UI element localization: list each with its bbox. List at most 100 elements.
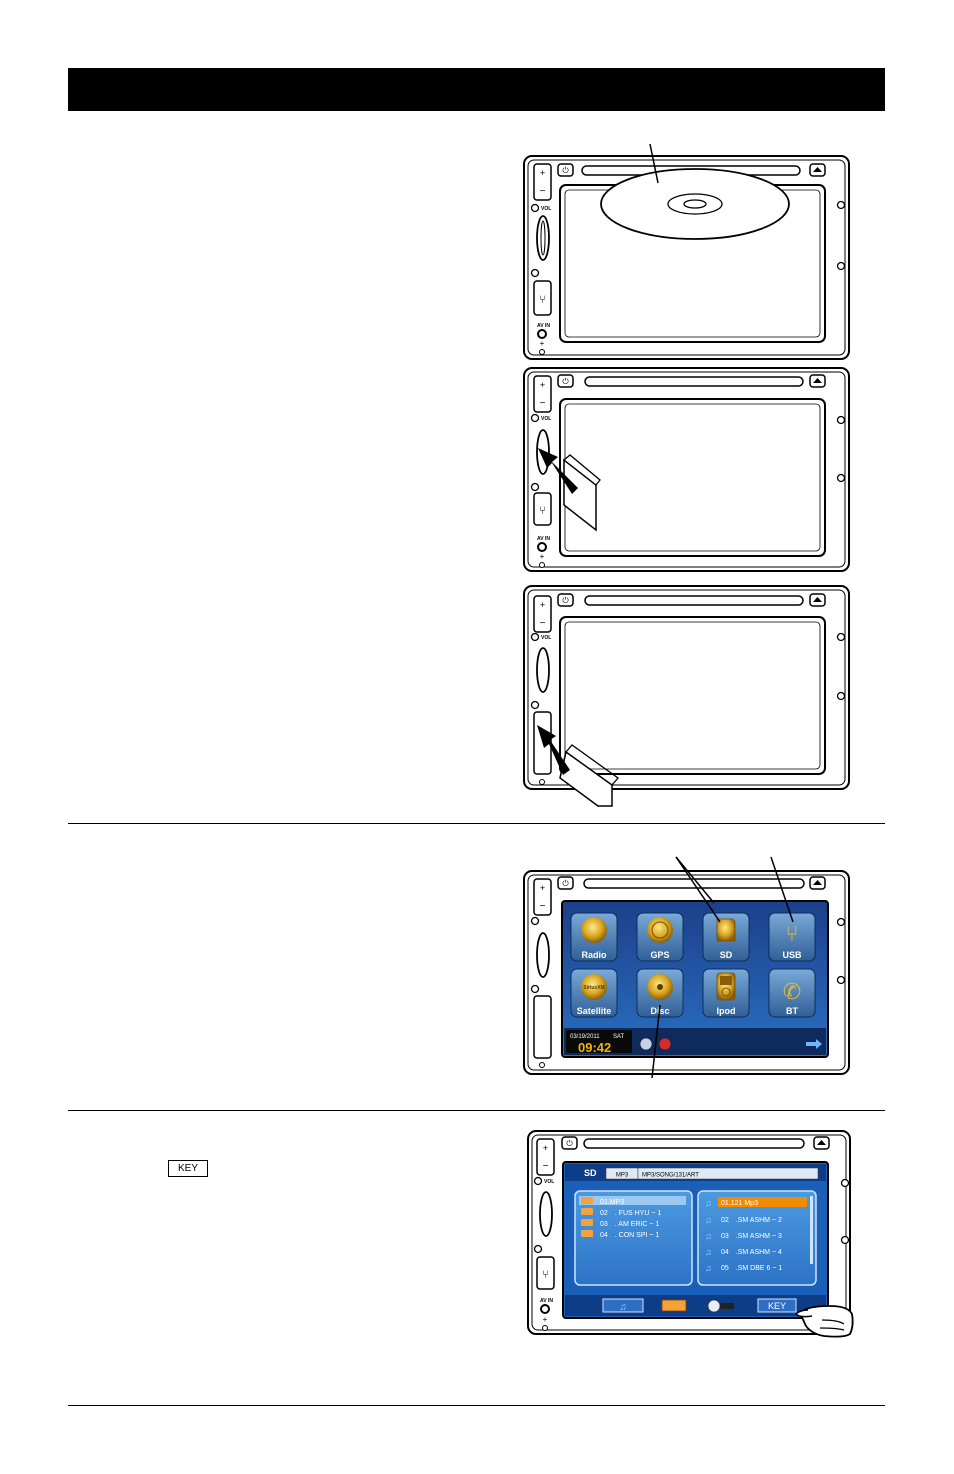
vol-label: VOL [541, 416, 551, 422]
siriusxm-logo-text: SiriusXM [583, 985, 604, 991]
music-note-icon: ♫ [705, 1215, 712, 1225]
day-text: SAT [613, 1034, 625, 1040]
folder-icon [581, 1219, 593, 1226]
svg-text:+: + [540, 883, 545, 893]
file-label: 01.121 Mp3 [721, 1200, 758, 1207]
file-list [697, 1190, 817, 1286]
svg-text:+: + [540, 168, 545, 178]
app-label: Radio [581, 950, 607, 960]
source-label: SD [584, 1168, 597, 1178]
video-reel-icon[interactable] [707, 1299, 721, 1313]
vol-label: VOL [541, 206, 551, 212]
av-in-label: AV IN [537, 536, 550, 542]
usb-icon: ⑂ [785, 921, 798, 946]
app-label: USB [782, 950, 802, 960]
file-label: 03 .SM ASHM ~ 3 [721, 1233, 782, 1240]
file-label: 05 .SM DBE 6 ~ 1 [721, 1265, 782, 1272]
svg-text:−: − [540, 398, 546, 409]
music-note-icon: ♫ [705, 1198, 712, 1208]
app-gps[interactable]: GPS [636, 912, 684, 962]
key-button[interactable] [757, 1298, 797, 1313]
settings-icon[interactable] [639, 1037, 653, 1051]
av-in-label: AV IN [537, 323, 550, 329]
svg-text:+: + [540, 552, 545, 561]
section-header-bar [68, 68, 885, 111]
section-divider [68, 1405, 885, 1406]
svg-text:⑂: ⑂ [539, 505, 546, 517]
unit-sd-browser: ⏻ + − VOL ⑂ AV IN + SD MP3 MP3/SONG/131/… [527, 1130, 854, 1338]
volume-rocker[interactable] [533, 163, 552, 201]
radio-icon [581, 917, 607, 943]
siriusxm-icon [581, 974, 607, 1000]
folder-highlight [579, 1196, 686, 1205]
next-page-arrow-icon[interactable] [806, 1039, 822, 1049]
file-item[interactable]: ♫ 05 .SM DBE 6 ~ 1 [705, 1263, 782, 1273]
mute-icon[interactable] [658, 1037, 672, 1051]
app-ipod[interactable]: Ipod [702, 968, 750, 1018]
app-label: BT [786, 1006, 798, 1016]
av-in-label: AV IN [540, 1298, 553, 1304]
folder-label: 04 . CON SPI ~ 1 [600, 1232, 659, 1239]
file-highlight [718, 1197, 807, 1207]
vol-label: VOL [544, 1179, 554, 1185]
folder-label: 03 . AM ERIC ~ 1 [600, 1221, 659, 1228]
unit-disc-insert: ⏻ + − VOL ⑂ AV IN + [523, 143, 850, 360]
folder-item[interactable]: 02 . FUS HYU ~ 1 [581, 1208, 661, 1217]
folder-label: 02 . FUS HYU ~ 1 [600, 1210, 661, 1217]
svg-text:⏻: ⏻ [562, 879, 569, 888]
svg-text:+: + [540, 600, 545, 610]
svg-text:⏻: ⏻ [562, 377, 569, 386]
svg-text:⏻: ⏻ [562, 596, 569, 605]
callout-line [649, 143, 659, 184]
app-label: SD [720, 950, 733, 960]
file-item[interactable]: ♫ 01.121 Mp3 [705, 1198, 758, 1208]
svg-text:⏻: ⏻ [566, 1139, 573, 1148]
music-tab-button[interactable] [602, 1298, 644, 1313]
file-label: 02 .SM ASHM ~ 2 [721, 1217, 782, 1224]
date-text: 03/19/2011 [570, 1034, 600, 1040]
folder-icon [581, 1197, 593, 1204]
svg-text:−: − [540, 618, 546, 629]
svg-text:+: + [540, 380, 545, 390]
file-list-scrollbar[interactable] [810, 1196, 813, 1264]
folder-icon [581, 1208, 593, 1215]
insert-arrow [537, 725, 570, 775]
callout-line [770, 856, 794, 923]
svg-text:⑂: ⑂ [539, 294, 546, 306]
sd-card-icon [716, 918, 736, 942]
folder-label: 01.MP3 [600, 1199, 624, 1206]
folder-item[interactable]: 01.MP3 [581, 1197, 624, 1206]
app-radio[interactable]: Radio [570, 912, 618, 962]
app-sd[interactable]: SD [702, 912, 750, 962]
app-label: GPS [650, 950, 669, 960]
power-button[interactable] [557, 163, 574, 177]
app-label: Ipod [717, 1006, 736, 1016]
picture-tab-icon[interactable] [661, 1299, 687, 1312]
insert-arrow [538, 448, 578, 494]
file-item[interactable]: ♫ 04 .SM ASHM ~ 4 [705, 1247, 782, 1257]
format-label: MP3 [616, 1173, 629, 1179]
home-screen [561, 900, 829, 1058]
app-satellite[interactable]: SiriusXM Satellite [570, 968, 618, 1018]
app-disc[interactable]: Disc [636, 968, 684, 1018]
phone-icon: ✆ [783, 979, 801, 1004]
svg-text:+: + [540, 339, 545, 348]
key-button-reference: KEY [168, 1160, 208, 1177]
svg-text:⑂: ⑂ [542, 1269, 549, 1281]
unit-sd-insert: ⏻ + − VOL ⑂ AV IN + [523, 367, 850, 572]
svg-text:−: − [540, 186, 546, 197]
app-label: Satellite [577, 1006, 612, 1016]
app-usb[interactable]: ⑂ USB [768, 912, 816, 962]
file-label: 04 .SM ASHM ~ 4 [721, 1249, 782, 1256]
folder-item[interactable]: 03 . AM ERIC ~ 1 [581, 1219, 659, 1228]
time-text: 09:42 [578, 1040, 611, 1055]
folder-item[interactable]: 04 . CON SPI ~ 1 [581, 1230, 659, 1239]
section-divider [68, 1110, 885, 1111]
file-item[interactable]: ♫ 03 .SM ASHM ~ 3 [705, 1231, 782, 1241]
file-item[interactable]: ♫ 02 .SM ASHM ~ 2 [705, 1215, 782, 1225]
svg-text:−: − [540, 901, 546, 912]
svg-text:+: + [543, 1315, 548, 1324]
app-bt[interactable]: ✆ BT [768, 968, 816, 1018]
svg-text:−: − [543, 1161, 549, 1172]
